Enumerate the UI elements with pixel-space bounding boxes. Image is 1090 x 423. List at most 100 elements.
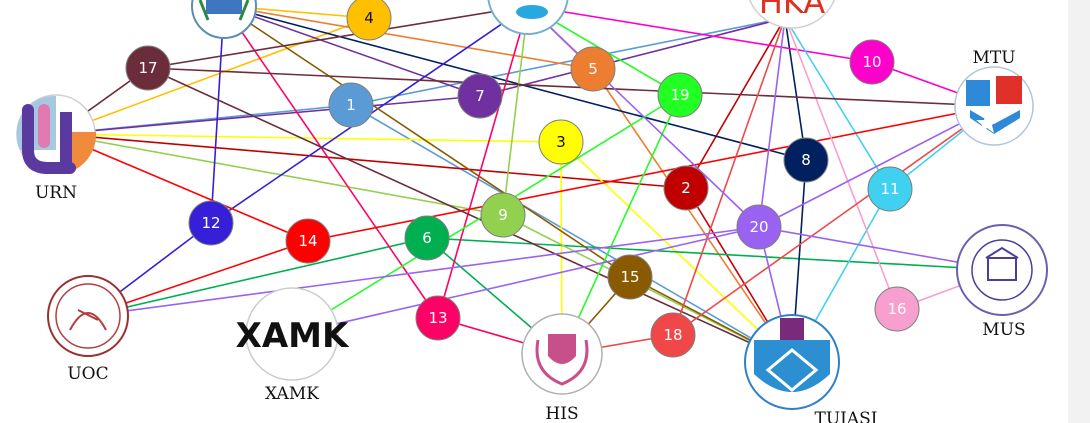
node-circle [346,0,392,41]
seal-icon [69,309,107,331]
edge-3-urn [55,133,562,143]
node-circle [125,45,171,91]
institution-UOC: UOC [47,275,129,384]
edge-5-topl [223,5,594,70]
node-11: 11 [867,166,913,212]
edge-11-hka [784,17,891,190]
edge-7-hka [479,17,786,97]
edge-1-hka [350,17,786,106]
edge-6-uoc [87,237,428,317]
edge-12-topl [210,5,225,224]
node-label: 14 [298,232,317,250]
node-18: 18 [650,312,696,358]
hka-logo-text: HKA [759,0,825,21]
node-circle [415,295,461,341]
node-circle [736,204,782,250]
node-label: 19 [670,86,689,104]
node-circle [404,215,450,261]
institution-label-tuiasi: TUIASI [814,409,877,423]
node-20: 20 [736,204,782,250]
page-edge [1068,0,1090,423]
urn-logo-icon [22,104,76,174]
node-circle [607,254,653,300]
node-label: 10 [862,53,881,71]
edge-20-mtu [758,105,995,228]
node-label: 16 [887,300,906,318]
node-16: 16 [874,286,920,332]
institution-HKA: HKA [748,0,836,29]
node-circle [663,165,709,211]
node-3: 3 [538,119,584,165]
edge-4-urn [55,17,370,135]
node-7: 7 [457,73,503,119]
institution-XAMK: XAMK XAMK [236,287,350,404]
node-circle [570,46,616,92]
node-circle [874,286,920,332]
edge-16-hka [784,17,898,310]
edge-17-topm [147,5,529,69]
node-circle [650,312,696,358]
node-label: 2 [681,179,691,197]
node-label: 3 [556,133,566,151]
institution-label-xamk: XAMK [265,384,319,404]
edge-15-topl [223,5,631,278]
institution-MUS: MUS [956,224,1048,340]
node-label: 6 [422,229,432,247]
emblem-icon [516,5,548,19]
edge-6-mus [426,237,1003,271]
institution-label-urn: URN [35,183,77,203]
node-12: 12 [188,200,234,246]
node-label: 1 [346,96,356,114]
node-label: 8 [801,151,811,169]
shield-icon [548,334,576,364]
node-label: 18 [663,326,682,344]
node-circle [867,166,913,212]
edge-2-urn [55,133,687,189]
xamk-logo-text: XAMK [236,316,350,356]
node-15: 15 [607,254,653,300]
edge-13-topm [437,5,529,319]
node-4: 4 [346,0,392,41]
node-circle [328,82,374,128]
edge-1-tuiasi [350,104,793,363]
institution-HIS: HIS [521,313,603,423]
institution-label-mus: MUS [982,320,1025,340]
edge-13-topl [223,5,439,319]
node-2: 2 [663,165,709,211]
node-label: 11 [880,180,899,198]
edge-17-tuiasi [147,67,793,363]
node-9: 9 [480,192,526,238]
institution-URN: URN [16,94,97,203]
node-circle [480,192,526,238]
node-label: 12 [201,214,220,232]
node-19: 19 [657,72,703,118]
node-circle [457,73,503,119]
node-14: 14 [285,218,331,264]
edge-17-mtu [147,67,995,107]
institution-TUIASI: TUIASI [744,314,878,423]
node-5: 5 [570,46,616,92]
node-circle [188,200,234,246]
compass-icon [765,348,819,392]
institution-MTU: MTU [954,48,1034,146]
node-label: 7 [475,87,485,105]
node-1: 1 [328,82,374,128]
node-label: 4 [364,9,374,27]
edge-2-hka [685,17,786,189]
edge-8-topl [223,5,807,161]
node-17: 17 [125,45,171,91]
institution-label-uoc: UOC [67,364,108,384]
node-13: 13 [415,295,461,341]
edge-20-topm [527,5,760,228]
edge-5-tuiasi [592,68,793,363]
node-label: 17 [138,59,157,77]
edge-14-urn [55,133,309,242]
edge-18-mtu [672,105,995,336]
node-label: 20 [749,218,768,236]
edge-20-xamk [291,226,760,335]
edge-9-urn [55,133,504,216]
node-8: 8 [783,137,829,183]
